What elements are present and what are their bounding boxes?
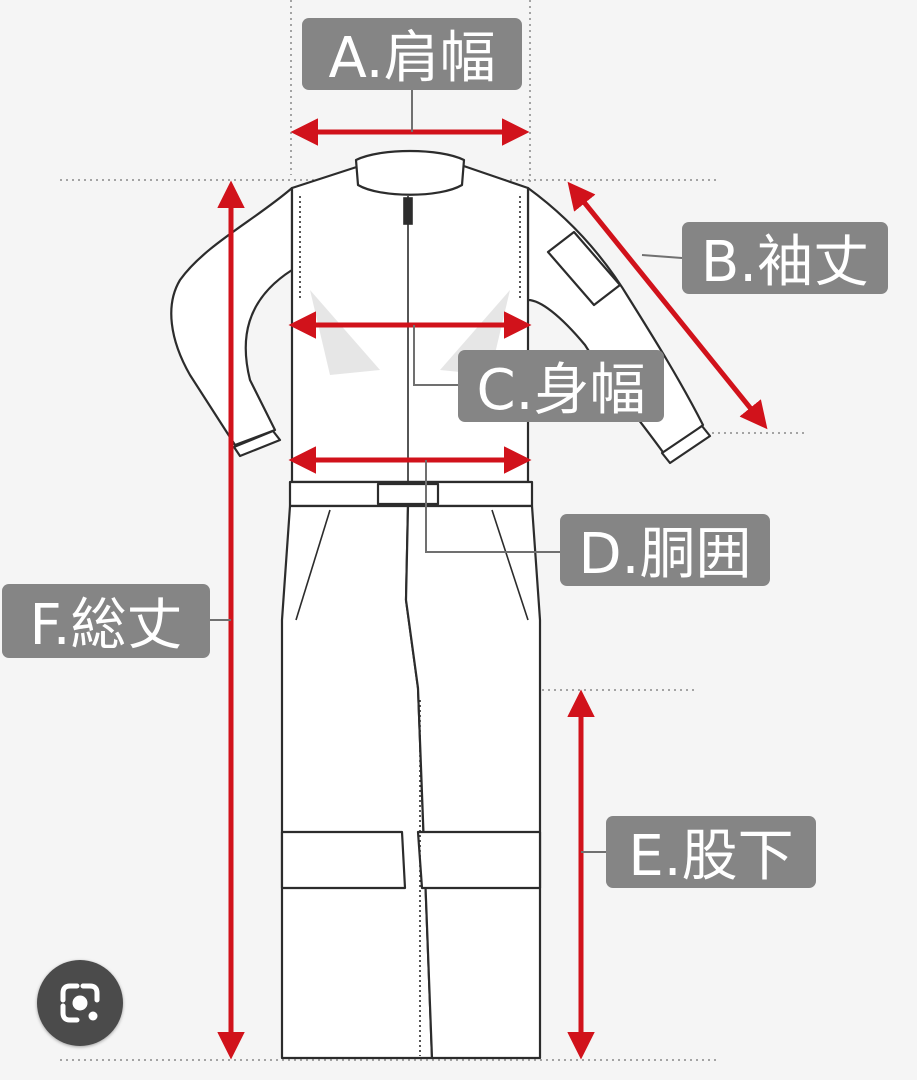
label-total-length: F.総丈 [2,584,210,658]
label-sleeve-length: B.袖丈 [682,222,888,295]
label-shoulder-width: A.肩幅 [302,18,522,91]
label-waist-text: D.胴囲 [579,522,752,587]
coverall-details [295,196,529,1056]
label-total-length-text: F.総丈 [29,593,182,658]
label-waist: D.胴囲 [560,514,770,587]
label-body-width-text: C.身幅 [477,358,646,423]
right-leg [404,504,542,1060]
right-knee-pad [416,830,542,890]
google-lens-icon [60,983,100,1023]
coverall-drawing [170,149,712,1060]
label-shoulder-width-text: A.肩幅 [328,26,495,91]
label-inseam-text: E.股下 [628,824,793,889]
label-body-width: C.身幅 [458,350,664,423]
lens-search-button[interactable] [37,960,123,1046]
arrow-sleeve-length [567,181,768,430]
collar [354,149,466,196]
leader-lines [210,88,683,853]
left-knee-pad [280,830,407,890]
label-inseam: E.股下 [606,816,816,889]
label-sleeve-length-text: B.袖丈 [701,230,869,295]
